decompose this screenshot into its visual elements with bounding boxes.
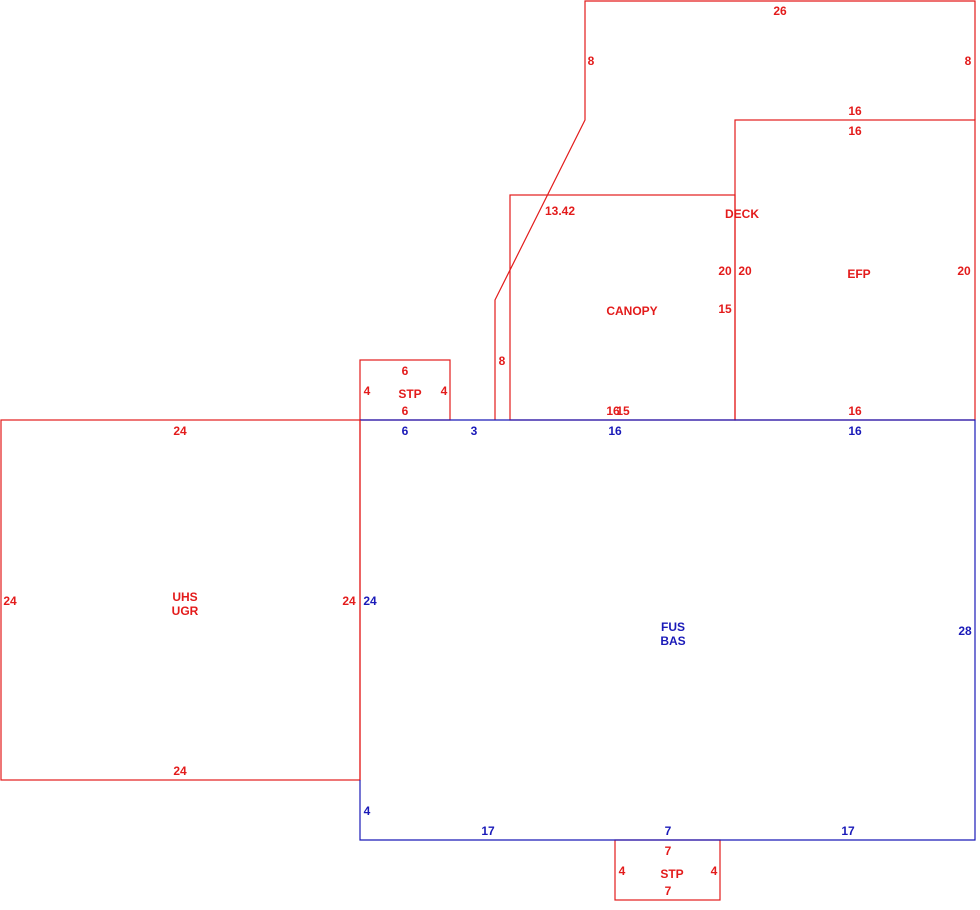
dim-label: 17 [481, 824, 495, 838]
dim-label: 17 [841, 824, 855, 838]
dim-label: 16 [848, 124, 862, 138]
dim-label: 20 [738, 264, 752, 278]
dim-label: 4 [364, 804, 371, 818]
fus-label: FUS [661, 620, 685, 634]
dim-label: 26 [773, 4, 787, 18]
dim-label: 28 [958, 624, 972, 638]
dim-label: 24 [3, 594, 17, 608]
ugr-label: UGR [172, 604, 199, 618]
dim-label: 6 [402, 364, 409, 378]
dim-label: 15 [718, 302, 732, 316]
dim-label: 4 [711, 864, 718, 878]
dim-label: 24 [342, 594, 356, 608]
dim-label: 8 [499, 354, 506, 368]
dim-label: 24 [363, 594, 377, 608]
dim-label: 20 [957, 264, 971, 278]
dim-label: 4 [364, 384, 371, 398]
canopy-label: CANOPY [606, 304, 657, 318]
dim-label: 7 [665, 824, 672, 838]
dim-label: 4 [441, 384, 448, 398]
dim-label: 15 [616, 404, 630, 418]
dim-label: 20 [718, 264, 732, 278]
fus-area-outline [359, 419, 976, 841]
dim-label: 16 [848, 104, 862, 118]
bas-label: BAS [660, 634, 685, 648]
uhs-label: UHS [172, 590, 197, 604]
stp-bottom-label: STP [660, 867, 683, 881]
dim-label: 8 [965, 54, 972, 68]
deck-outline [494, 0, 976, 420]
stp-top-label: STP [398, 387, 421, 401]
dim-label: 16 [608, 424, 622, 438]
dim-label: 7 [665, 884, 672, 898]
dim-label: 16 [848, 424, 862, 438]
deck-label: DECK [725, 207, 759, 221]
dim-label: 4 [619, 864, 626, 878]
dim-label: 7 [665, 844, 672, 858]
dim-label: 16 [848, 404, 862, 418]
dim-label: 6 [402, 404, 409, 418]
dim-label: 8 [588, 54, 595, 68]
dim-label: 24 [173, 764, 187, 778]
dim-label: 16 [606, 404, 620, 418]
dim-label: 24 [173, 424, 187, 438]
dim-label: 6 [402, 424, 409, 438]
efp-label: EFP [847, 267, 870, 281]
dim-label: 13.42 [545, 204, 575, 218]
dim-label: 3 [471, 424, 478, 438]
